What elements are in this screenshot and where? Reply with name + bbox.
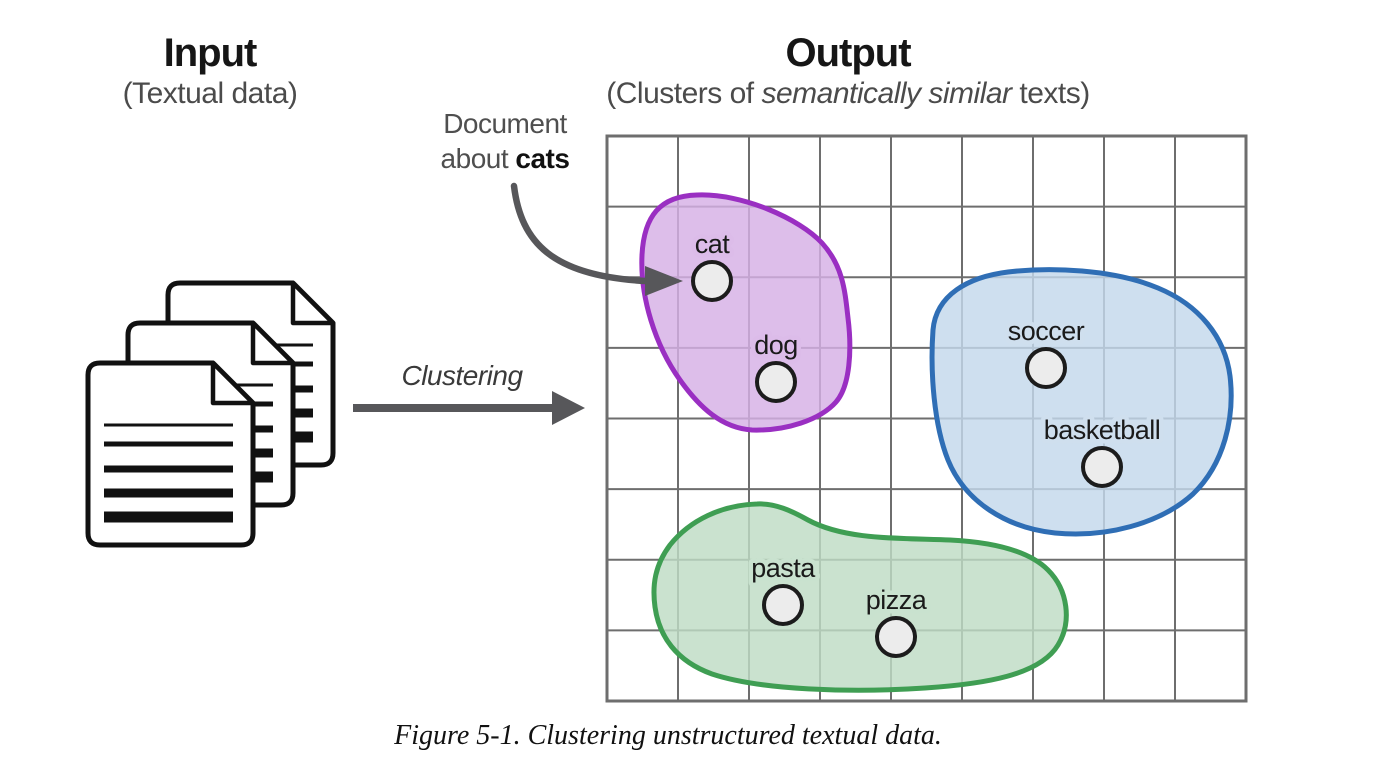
output-subtitle-prefix: (Clusters of <box>606 77 762 110</box>
data-point-pizza: pizza <box>861 581 933 658</box>
data-point-dog: dog <box>750 326 803 403</box>
data-point-marker <box>1081 446 1123 488</box>
annotation-line-2-bold: cats <box>515 143 570 174</box>
data-point-label: pizza <box>866 585 928 615</box>
annotation-line-2-prefix: about <box>440 143 516 174</box>
data-point-marker <box>691 260 733 302</box>
figure-caption: Figure 5-1. Clustering unstructured text… <box>394 720 942 751</box>
cluster-blob-sports <box>929 267 1234 537</box>
output-title: Output <box>785 31 911 75</box>
output-subtitle-suffix: texts) <box>1011 77 1090 110</box>
input-subtitle: (Textual data) <box>122 77 298 110</box>
data-point-label: cat <box>695 229 731 259</box>
clustering-label: Clustering <box>401 360 523 391</box>
cluster-blob-food <box>651 501 1069 693</box>
data-point-label: basketball <box>1044 415 1161 445</box>
output-header: Output (Clusters of semantically similar… <box>598 30 1098 112</box>
data-point-pasta: pasta <box>747 549 821 626</box>
annotation-line-1: Document <box>443 108 567 139</box>
data-point-marker <box>875 616 917 658</box>
output-subtitle-italic: semantically similar <box>761 77 1012 110</box>
data-point-marker <box>1025 347 1067 389</box>
documents-stack-icon <box>88 283 333 545</box>
data-point-label: dog <box>754 330 798 360</box>
input-header: Input (Textual data) <box>60 30 360 112</box>
annotation-line-2: about cats <box>405 141 605 176</box>
cluster-blob-animals <box>639 192 853 433</box>
data-point-label: pasta <box>751 553 816 583</box>
document-icon-front <box>88 363 253 545</box>
annotation-arrow-icon <box>510 182 683 296</box>
clustering-arrow-icon <box>353 391 585 425</box>
data-point-marker <box>755 361 797 403</box>
input-title: Input <box>163 31 258 75</box>
data-point-basketball: basketball <box>1039 411 1165 488</box>
output-subtitle: (Clusters of semantically similar texts) <box>598 76 1098 112</box>
annotation-document-about-cats: Document about cats <box>405 106 605 176</box>
data-point-label: soccer <box>1008 316 1085 346</box>
data-point-marker <box>762 584 804 626</box>
data-point-cat: cat <box>690 225 735 302</box>
data-point-soccer: soccer <box>1003 312 1090 389</box>
